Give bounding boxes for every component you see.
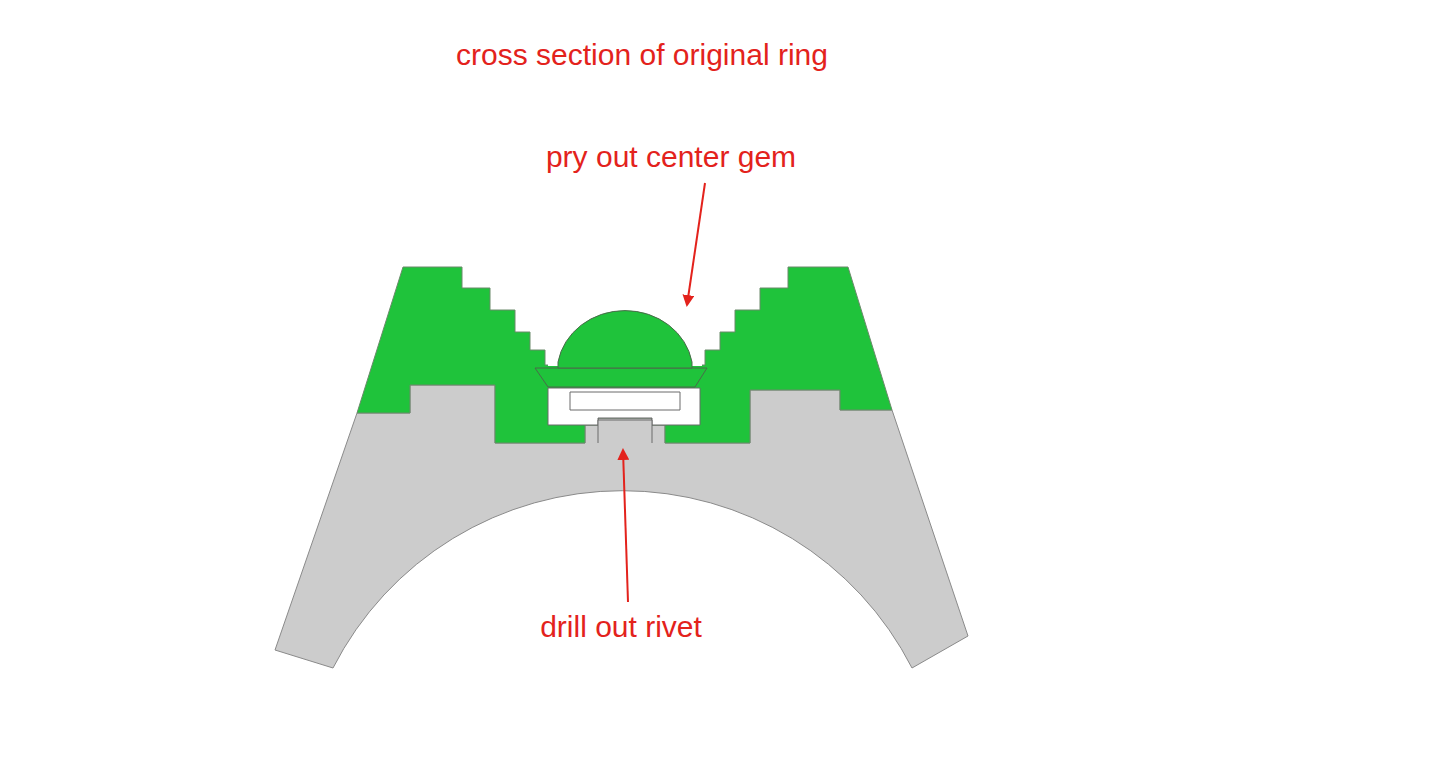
callout-label: drill out rivet: [540, 610, 702, 644]
leader-arrow: [623, 450, 628, 602]
diagram-title: cross section of original ring: [456, 38, 828, 72]
gem-setting: [357, 267, 892, 443]
center-gem: [558, 311, 692, 368]
rivet-head: [570, 392, 680, 410]
rivet: [598, 420, 652, 443]
gem-flange: [535, 368, 707, 387]
leader-arrow: [687, 183, 705, 305]
ring-band: [275, 385, 968, 668]
callout-label: pry out center gem: [546, 140, 796, 174]
rivet-cavity: [548, 388, 700, 425]
